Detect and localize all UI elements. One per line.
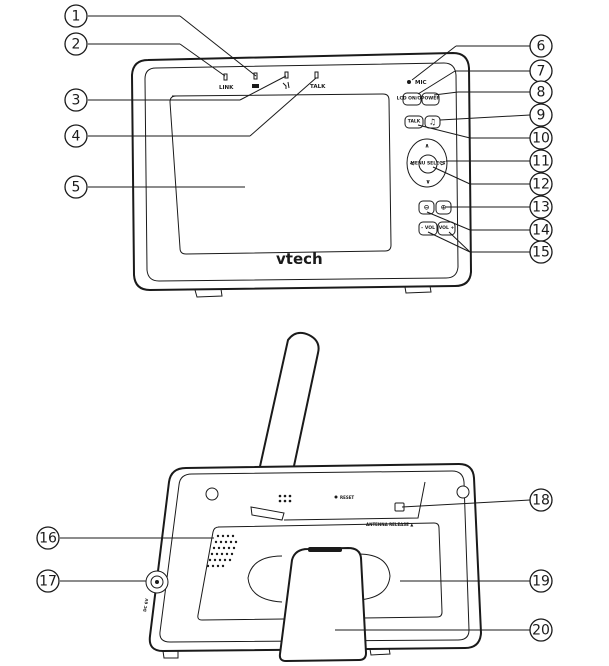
callout-7: 7: [529, 59, 553, 83]
svg-text:19: 19: [532, 574, 550, 590]
nav-up-icon: ∧: [425, 143, 430, 150]
callout-14: 14: [529, 218, 553, 242]
svg-text:4: 4: [72, 129, 81, 145]
front-view: LINK TALK MIC LCD ON/OFF POWER TALK ♫ ME…: [130, 51, 473, 298]
svg-text:11: 11: [532, 154, 550, 170]
speaker-grille: [206, 534, 238, 568]
nav-left-icon: <: [409, 161, 414, 168]
mic-grille: [278, 494, 292, 503]
nav-down-icon: ∨: [426, 179, 431, 186]
callout-11: 11: [529, 149, 553, 173]
menu-select-label: MENU SELECT: [410, 161, 446, 167]
power-jack-pin: [155, 580, 159, 584]
svg-text:9: 9: [537, 108, 546, 124]
link-led-label: LINK: [219, 85, 234, 91]
callout-15: 15: [529, 240, 553, 264]
antenna-base: [250, 506, 285, 521]
svg-text:5: 5: [72, 180, 81, 196]
callout-9: 9: [529, 103, 553, 127]
zoom-in-icon: ⊕: [441, 204, 447, 212]
svg-text:1: 1: [72, 9, 81, 25]
reset-hole[interactable]: [334, 495, 338, 499]
talk-led-label: TALK: [310, 84, 326, 90]
callout-5: 5: [64, 175, 88, 199]
svg-text:7: 7: [537, 64, 546, 80]
lcd-onoff-button[interactable]: [402, 92, 422, 106]
leader-lines: [60, 15, 531, 631]
power-label: POWER: [421, 96, 440, 102]
svg-text:6: 6: [537, 39, 546, 55]
zoom-out-icon: ⊖: [424, 204, 430, 212]
callout-10: 10: [529, 126, 553, 150]
stand[interactable]: [278, 546, 368, 663]
svg-text:16: 16: [39, 531, 57, 547]
callout-3: 3: [64, 88, 88, 112]
svg-text:2: 2: [72, 37, 81, 53]
volume-up-button[interactable]: [437, 221, 456, 236]
volume-down-label: – VOL: [421, 225, 435, 231]
power-button[interactable]: [421, 92, 440, 106]
callout-17: 17: [36, 569, 60, 593]
callout-13: 13: [529, 195, 553, 219]
back-view: RESET ANTENNA RELEASE ▲ DC 6V: [142, 331, 483, 663]
callout-19: 19: [529, 569, 553, 593]
top-recess: [283, 481, 426, 521]
callout-4: 4: [64, 124, 88, 148]
mic-hole: [407, 80, 411, 84]
callout-1: 1: [64, 4, 88, 28]
music-button[interactable]: [424, 115, 441, 129]
svg-text:8: 8: [537, 85, 546, 101]
zoom-out-button[interactable]: [418, 200, 435, 215]
screw-hole-right: [456, 485, 470, 499]
svg-text:3: 3: [72, 93, 81, 109]
front-foot-left: [194, 288, 223, 298]
front-foot-right: [404, 285, 432, 294]
vtech-logo: vtech: [276, 250, 323, 268]
back-inner-edge: [159, 470, 470, 643]
svg-text:15: 15: [532, 245, 550, 261]
callout-20: 20: [529, 618, 553, 642]
back-foot-right: [369, 647, 391, 656]
talk-label: TALK: [408, 119, 421, 125]
svg-text:14: 14: [532, 223, 550, 239]
mic-label: MIC: [415, 80, 427, 86]
stand-recess-left: [247, 555, 283, 603]
volume-down-button[interactable]: [418, 221, 438, 236]
stand-recess-right: [357, 553, 391, 601]
svg-text:12: 12: [532, 177, 550, 193]
stand-grip: [308, 547, 342, 552]
menu-select-button[interactable]: [418, 154, 438, 174]
speaker-led-icon: [282, 81, 290, 89]
screw-hole-left: [205, 487, 219, 501]
dc-label: DC 6V: [142, 597, 149, 612]
talk-led: [314, 71, 319, 79]
back-foot-left: [162, 650, 179, 659]
svg-text:18: 18: [532, 493, 550, 509]
link-led: [223, 73, 228, 81]
battery-icon: [252, 84, 259, 88]
reset-label: RESET: [340, 495, 354, 500]
callout-18: 18: [529, 488, 553, 512]
svg-text:20: 20: [532, 623, 550, 639]
svg-text:10: 10: [532, 131, 550, 147]
music-icon: ♫: [429, 118, 436, 127]
front-bezel: [144, 62, 459, 282]
antenna-release-label: ANTENNA RELEASE ▲: [366, 522, 414, 527]
svg-text:13: 13: [532, 200, 550, 216]
callout-16: 16: [36, 526, 60, 550]
callout-2: 2: [64, 32, 88, 56]
sound-led: [284, 71, 289, 79]
volume-up-label: VOL +: [439, 225, 455, 231]
lcd-onoff-label: LCD ON/OFF: [397, 96, 428, 102]
callout-8: 8: [529, 80, 553, 104]
svg-text:17: 17: [39, 574, 57, 590]
nav-right-icon: >: [440, 161, 445, 168]
callout-12: 12: [529, 172, 553, 196]
front-screen: [169, 93, 392, 255]
callout-6: 6: [529, 34, 553, 58]
